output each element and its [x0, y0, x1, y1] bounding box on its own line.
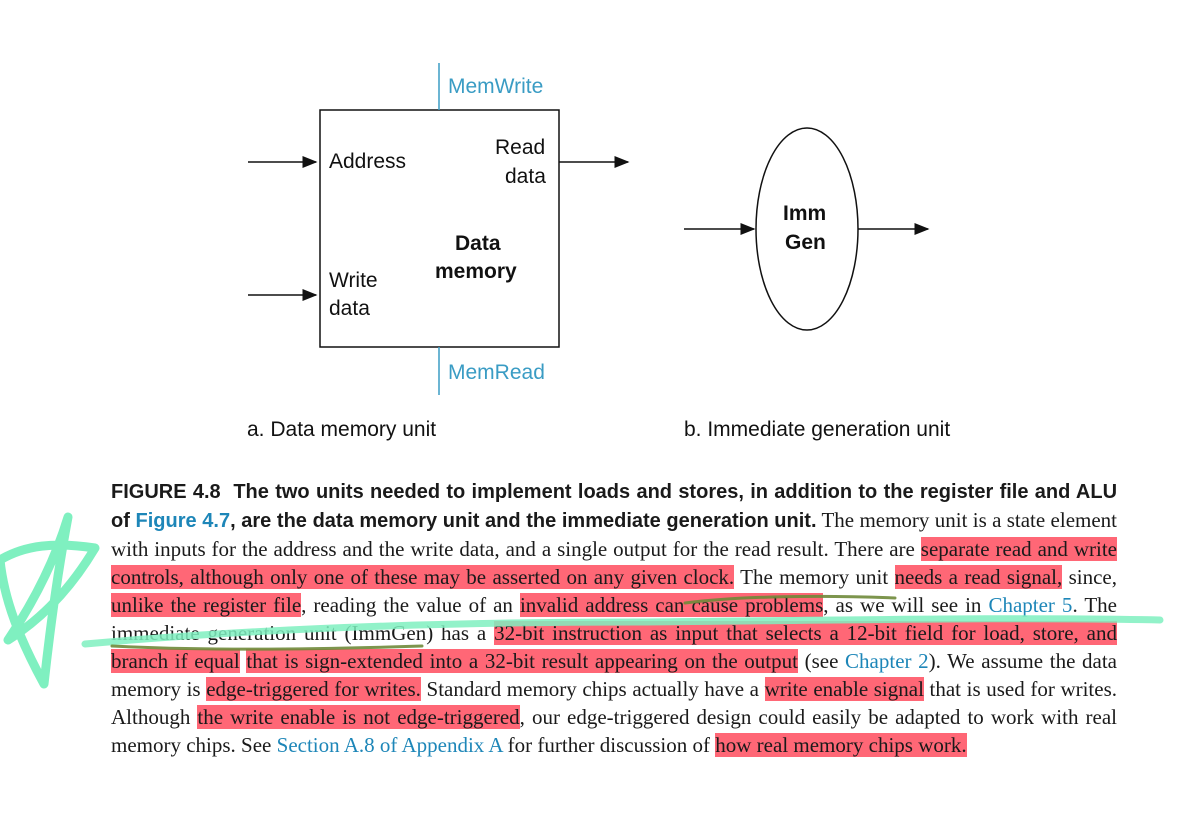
chapter-5-link[interactable]: Chapter 5	[988, 593, 1073, 617]
immgen-title-2: Gen	[785, 231, 826, 254]
highlight-9: the write enable is not edge-triggered	[197, 705, 520, 729]
data-memory-title-1: Data	[455, 232, 501, 255]
immgen-title-1: Imm	[783, 202, 827, 225]
data-memory-title-2: memory	[435, 260, 517, 283]
figure-a-caption: a. Data memory unit	[247, 418, 437, 441]
caption-title-2: , are the data memory unit and the immed…	[230, 510, 817, 532]
star-doodle-icon	[0, 512, 100, 689]
caption-title-1: The two units needed to implement loads …	[111, 481, 1118, 532]
caption-text-2: The memory unit	[734, 565, 895, 589]
immgen-ellipse	[755, 127, 859, 331]
chapter-2-link[interactable]: Chapter 2	[845, 649, 929, 673]
highlight-4: invalid address can cause problems	[519, 593, 824, 617]
highlight-2: needs a read signal,	[894, 565, 1063, 589]
write-label: Write	[329, 269, 378, 292]
highlight-3: unlike the register file	[111, 593, 302, 617]
caption-text-12: , our edge-triggered design could easily…	[111, 705, 1117, 757]
figure-b-caption: b. Immediate generation unit	[684, 418, 951, 441]
figure-number: FIGURE 4.8	[111, 481, 221, 503]
memread-label: MemRead	[448, 361, 545, 384]
caption-text-13: for further discussion of	[502, 733, 716, 757]
caption-text-10: Standard memory chips actually have a	[420, 677, 765, 701]
caption-text-3: since,	[1062, 565, 1117, 589]
caption-text-9: ). We assume the data memory is	[111, 649, 1117, 701]
appendix-link[interactable]: Section A.8 of Appendix A	[276, 733, 503, 757]
caption-text-11: that is used for writes. Although	[111, 677, 1118, 729]
highlight-6: that is sign-extended into a 32-bit resu…	[246, 649, 798, 673]
write-data-label: data	[329, 297, 370, 320]
memwrite-label: MemWrite	[448, 75, 544, 98]
caption-text-1: The memory unit is a state element with …	[111, 508, 1117, 561]
figure-4-7-link[interactable]: Figure 4.7	[135, 510, 231, 532]
figure-caption: FIGURE 4.8 The two units needed to imple…	[111, 478, 1117, 759]
caption-text-4: , reading the value of an	[301, 593, 520, 617]
highlight-8: write enable signal	[764, 677, 924, 701]
caption-text-5: , as we will see in	[823, 593, 989, 617]
figure-diagrams	[248, 63, 930, 395]
address-label: Address	[329, 150, 407, 173]
read-data-label: data	[505, 165, 546, 188]
highlight-10: how real memory chips work.	[715, 733, 967, 757]
highlight-7: edge-triggered for writes.	[206, 677, 421, 701]
read-label: Read	[495, 136, 546, 159]
caption-text-8: (see	[797, 649, 846, 673]
